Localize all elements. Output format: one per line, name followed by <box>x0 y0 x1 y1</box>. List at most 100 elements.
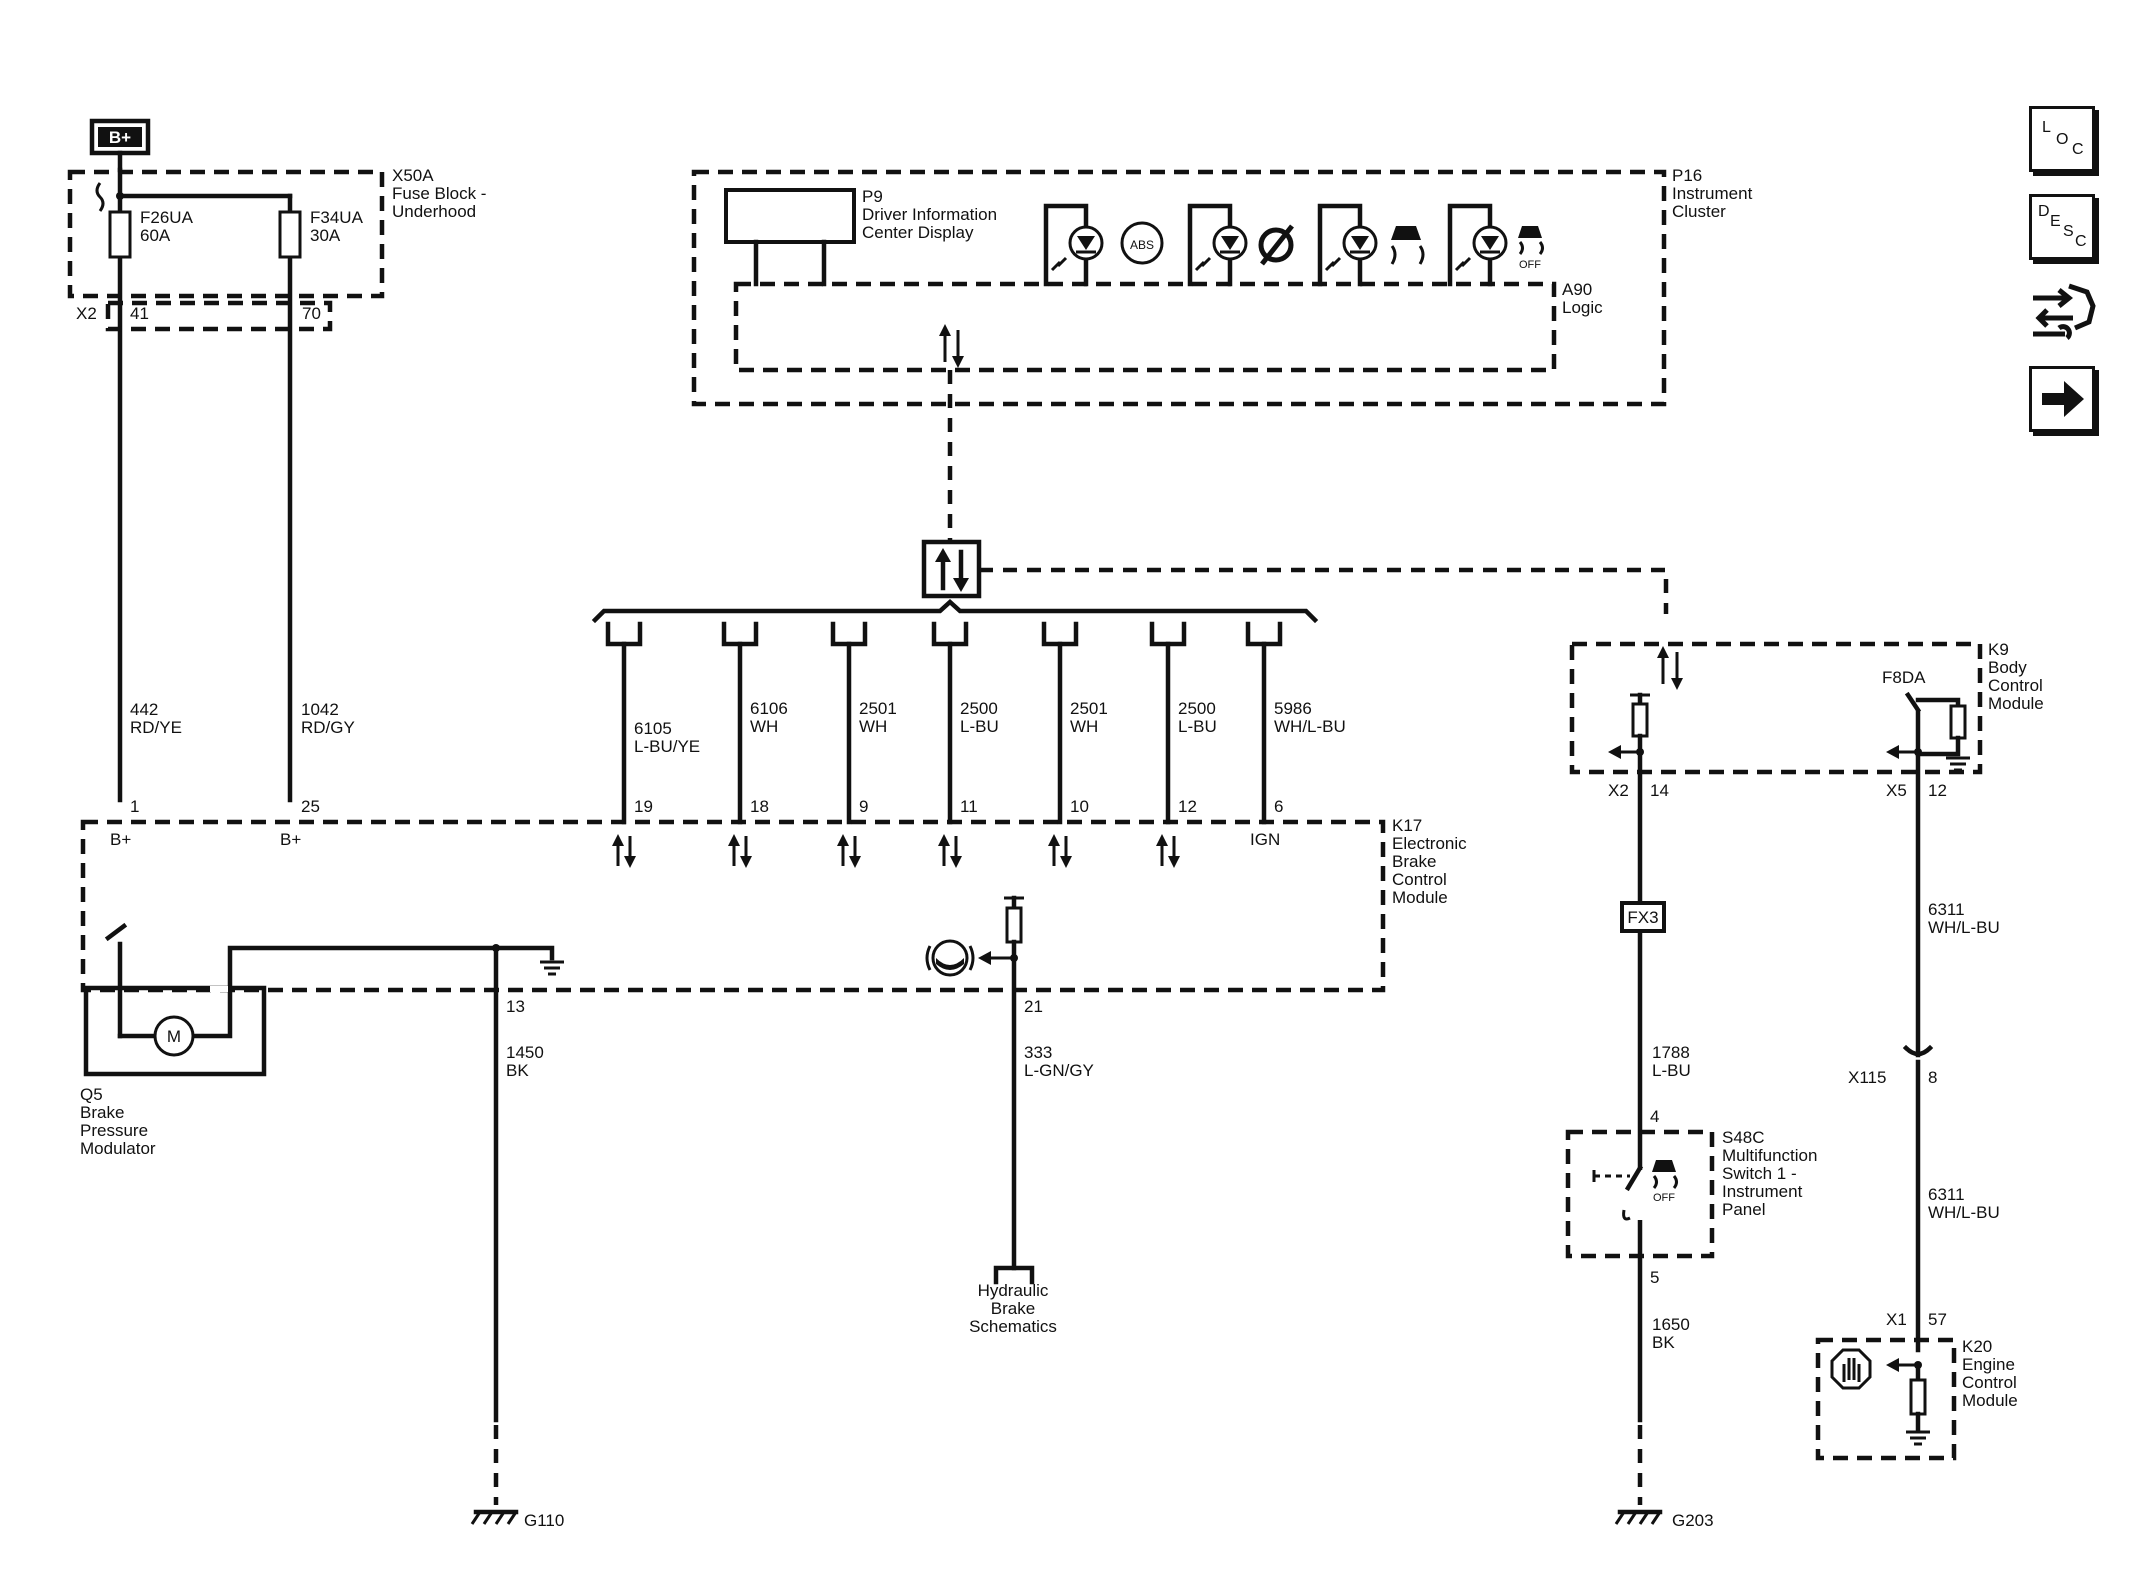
battery-positive: B+ <box>89 118 151 156</box>
data-arrowhead-down-9 <box>849 856 861 868</box>
wire-1650-color: BK <box>1652 1333 1675 1352</box>
brake-warning-indicator <box>1187 203 1294 287</box>
desc-letter-c: C <box>2075 233 2087 250</box>
traction-indicator <box>1317 203 1425 287</box>
wire-1450-color: BK <box>506 1061 529 1080</box>
ground-g110-icon <box>470 1509 519 1525</box>
ebcm-pin-1-label: B+ <box>110 830 131 849</box>
switch-pin-4: 4 <box>1650 1107 1659 1126</box>
data-arrowhead-down-19 <box>624 856 636 868</box>
motor-label: M <box>167 1027 181 1046</box>
fuse2-rating: 30A <box>310 226 341 245</box>
ebcm-pin-10: 10 <box>1070 797 1089 816</box>
fusible-link-icon <box>95 182 105 212</box>
bus-connector-19 <box>605 621 643 647</box>
fx3-label: FX3 <box>1627 908 1658 927</box>
data-arrowhead-down-10 <box>1060 856 1072 868</box>
data-arrowhead-down-12 <box>1168 856 1180 868</box>
hydraulic-dest1: Hydraulic <box>978 1281 1049 1300</box>
fuse-block-name: X50A <box>392 166 434 185</box>
motor-icon <box>153 1015 195 1057</box>
cluster-desc1: Instrument <box>1672 184 1753 203</box>
description-button[interactable]: D E S C <box>2029 194 2095 260</box>
bcm-pin-14: 14 <box>1650 781 1669 800</box>
bcm-name: K9 <box>1988 640 2009 659</box>
ebcm-name: K17 <box>1392 816 1422 835</box>
bus-wire-color-10: WH <box>1070 717 1098 736</box>
bus-connector-9 <box>830 621 868 647</box>
connector-wrench-icon <box>2033 283 2096 340</box>
location-button[interactable]: L O C <box>2029 106 2095 172</box>
fuse-f26ua-icon <box>108 210 132 259</box>
serial-data-wires: 6105L-BU/YE196106WH182501WH92500L-BU1125… <box>605 621 1346 868</box>
loc-letter-o: O <box>2056 131 2069 148</box>
fuse1-rating: 60A <box>140 226 171 245</box>
bcm-box <box>1569 641 1983 775</box>
bus-connector-18 <box>721 621 759 647</box>
bus-connector-10 <box>1041 621 1079 647</box>
bus-wire-circuit-18: 6106 <box>750 699 788 718</box>
bcm-pin-12: 12 <box>1928 781 1947 800</box>
traction-off-text: OFF <box>1519 259 1541 271</box>
modulator-desc3: Modulator <box>80 1139 156 1158</box>
serial-data-splice-icon <box>921 539 982 599</box>
bus-wire-color-19: L-BU/YE <box>634 737 700 756</box>
modulator-desc1: Brake <box>80 1103 124 1122</box>
desc-letter-d: D <box>2038 203 2050 220</box>
data-arrowhead-up-18 <box>728 834 740 846</box>
traction-off-indicator: OFF <box>1447 203 1544 287</box>
ecm-box <box>1815 1337 1957 1461</box>
desc-letter-e: E <box>2050 213 2061 230</box>
data-arrowhead-up-11 <box>938 834 950 846</box>
modulator-name: Q5 <box>80 1085 103 1104</box>
hand-stop-icon <box>1830 1348 1872 1390</box>
bus-wire-circuit-6: 5986 <box>1274 699 1312 718</box>
dic-desc1: Driver Information <box>862 205 997 224</box>
multifunction-switch-box <box>1565 1129 1715 1259</box>
cluster-name: P16 <box>1672 166 1702 185</box>
cluster-desc2: Cluster <box>1672 202 1726 221</box>
ebcm-pin-18: 18 <box>750 797 769 816</box>
logic-desc: Logic <box>1562 298 1603 317</box>
ebcm-pin-9: 9 <box>859 797 868 816</box>
ebcm-pin-25: 25 <box>301 797 320 816</box>
wire-1450-circuit: 1450 <box>506 1043 544 1062</box>
diagnostic-connector-button[interactable] <box>2029 278 2099 348</box>
ebcm-pin-label-6: IGN <box>1250 830 1280 849</box>
switch-desc2: Switch 1 - <box>1722 1164 1797 1183</box>
wire-1788-circuit: 1788 <box>1652 1043 1690 1062</box>
fuse-f34ua-icon <box>278 210 302 259</box>
fx3-connector-icon <box>1620 901 1666 933</box>
ebcm-desc3: Control <box>1392 870 1447 889</box>
bus-wire-color-12: L-BU <box>1178 717 1217 736</box>
ebcm-pin-21: 21 <box>1024 997 1043 1016</box>
wire-6311-color-lower: WH/L-BU <box>1928 1203 2000 1222</box>
dic-name: P9 <box>862 187 883 206</box>
switch-desc4: Panel <box>1722 1200 1765 1219</box>
fuse2-name: F34UA <box>310 208 364 227</box>
ebcm-desc1: Electronic <box>1392 834 1467 853</box>
ebcm-box <box>80 819 1386 993</box>
ecm-name: K20 <box>1962 1337 1992 1356</box>
abs-icon-text: ABS <box>1130 238 1154 252</box>
bus-connector-6 <box>1245 621 1283 647</box>
fuse1-name: F26UA <box>140 208 194 227</box>
data-arrowhead-up-10 <box>1048 834 1060 846</box>
data-arrowhead-down-18 <box>740 856 752 868</box>
fuse-block-desc1: Fuse Block - <box>392 184 486 203</box>
bus-wire-circuit-11: 2500 <box>960 699 998 718</box>
switch-pin-5: 5 <box>1650 1268 1659 1287</box>
next-page-button[interactable] <box>2029 366 2095 432</box>
bus-wire-circuit-12: 2500 <box>1178 699 1216 718</box>
modulator-box <box>83 985 267 1077</box>
wire-1788-color: L-BU <box>1652 1061 1691 1080</box>
connector-x2-label: X2 <box>76 304 97 323</box>
ebcm-pin-13: 13 <box>506 997 525 1016</box>
data-arrowhead-up-12 <box>1156 834 1168 846</box>
ebcm-pin-19: 19 <box>634 797 653 816</box>
ebcm-desc4: Module <box>1392 888 1448 907</box>
bcm-conn-x2: X2 <box>1608 781 1629 800</box>
ebcm-desc2: Brake <box>1392 852 1436 871</box>
loc-letter-l: L <box>2042 119 2051 136</box>
